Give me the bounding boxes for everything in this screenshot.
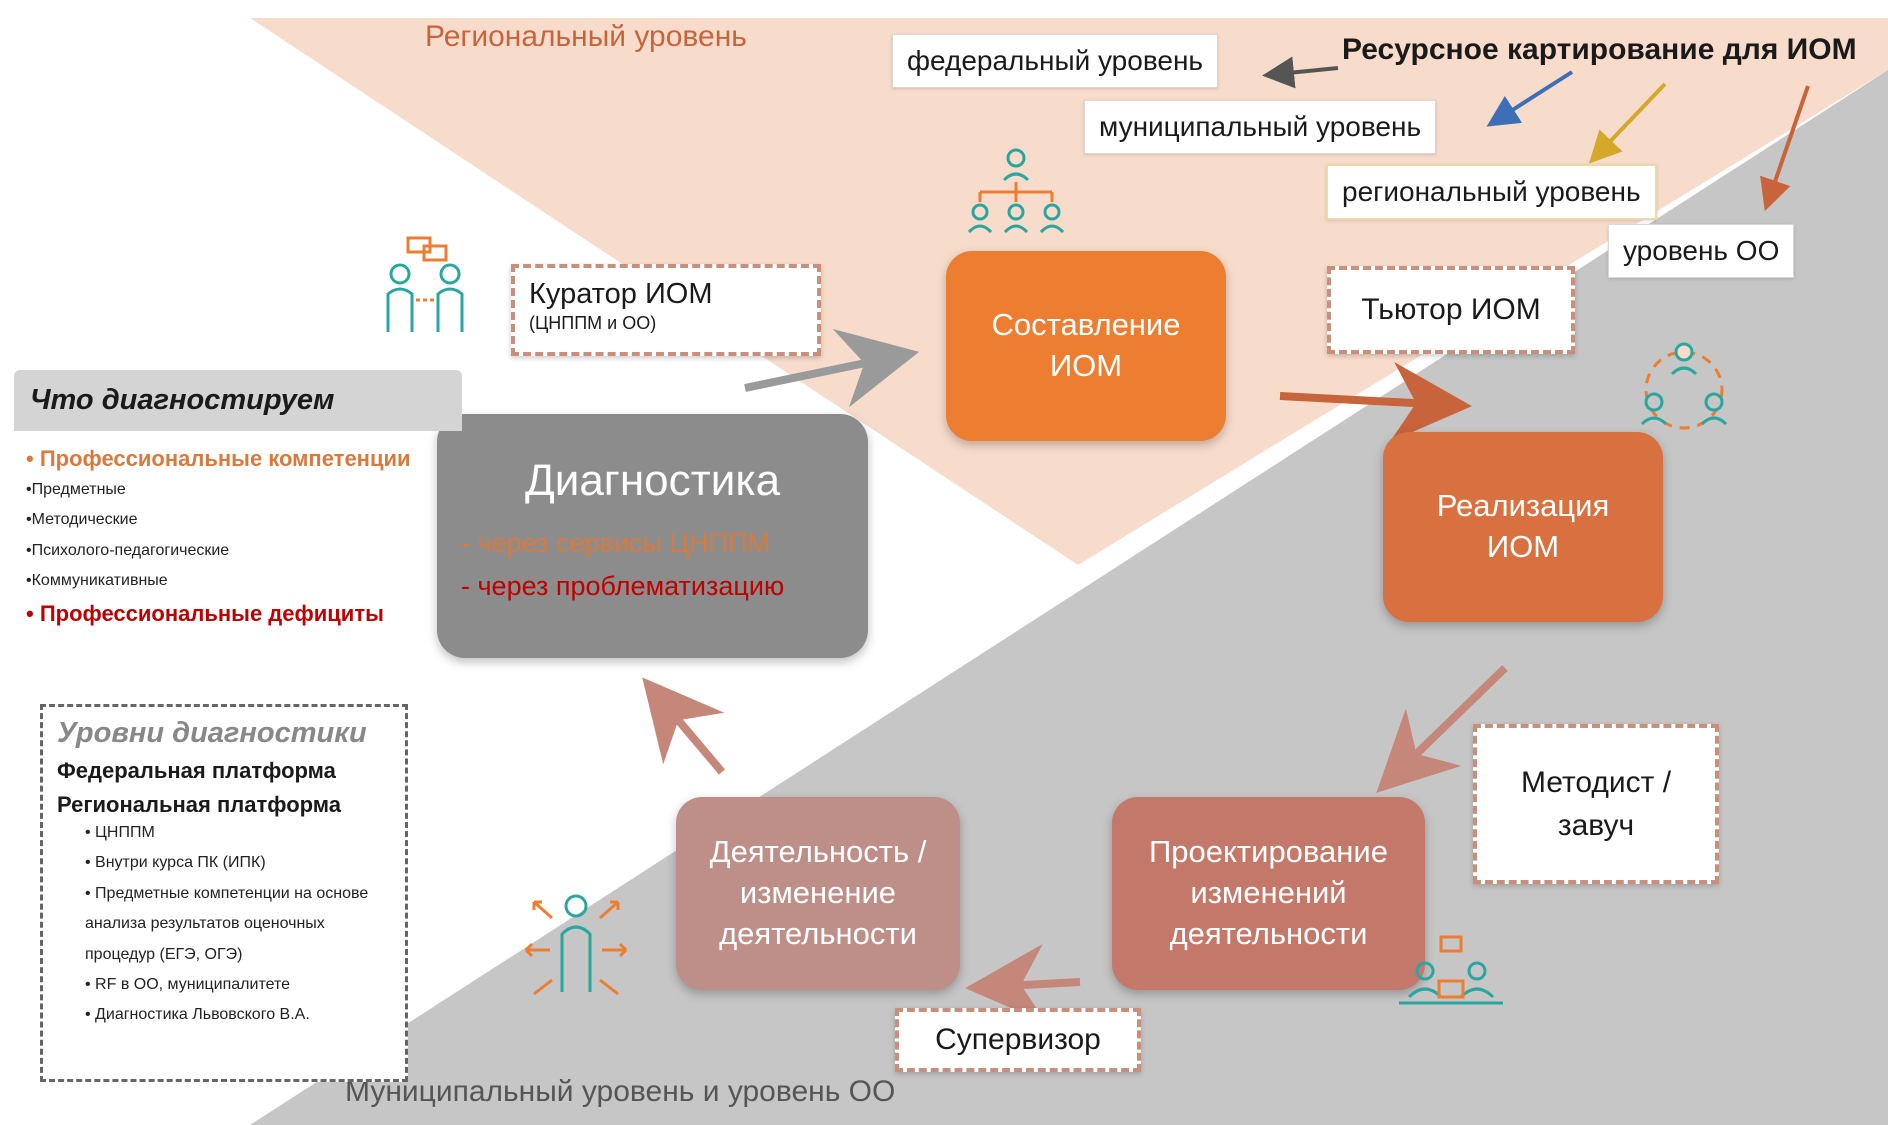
curator-role-title: Куратор ИОМ (529, 278, 713, 310)
competency-subject: •Предметные (26, 481, 126, 498)
meeting-icon (1399, 935, 1503, 1005)
regional-zone-label: Региональный уровень (425, 20, 747, 53)
regional-level-label: региональный уровень (1326, 164, 1657, 220)
federal-level-label: федеральный уровень (892, 34, 1218, 88)
realize-iom-box: Реализация ИОМ (1383, 432, 1663, 622)
arrow-to-oo (1760, 85, 1810, 212)
prof-competencies-item: • Профессиональные компетенции (26, 446, 411, 471)
level-item-subject-competencies: • Предметные компетенции на основе анали… (85, 884, 369, 963)
level-item-rf: • RF в ОО, муниципалитете (85, 975, 290, 993)
diagnostics-line-problematization: - через проблематизацию (461, 571, 785, 601)
federal-platform: Федеральная платформа (57, 758, 336, 783)
arrow-design-to-activity (965, 943, 1081, 1024)
oo-level-label: уровень ОО (1608, 224, 1795, 278)
regional-platform: Региональная платформа (57, 792, 342, 817)
diagnostic-levels-box: Уровни диагностики Федеральная платформа… (40, 704, 408, 1082)
compose-iom-label: Составление ИОМ (991, 307, 1181, 383)
supervisor-role-box: Супервизор (895, 1008, 1141, 1072)
what-diagnose-header: Что диагностируем (14, 370, 462, 431)
org-chart-icon (967, 148, 1065, 234)
diagnostics-box: Диагностика - через сервисы ЦНППМ - чере… (437, 414, 868, 658)
what-diagnose-panel: Что диагностируем (14, 370, 462, 431)
what-diagnose-list: • Профессиональные компетенции •Предметн… (26, 442, 436, 630)
arrow-to-municipal (1486, 70, 1574, 127)
curator-role-subtitle: (ЦНППМ и ОО) (529, 313, 657, 333)
arrow-activity-to-diagnostics (642, 677, 726, 775)
municipal-level-label: муниципальный уровень (1084, 100, 1437, 154)
realize-iom-label: Реализация ИОМ (1436, 488, 1610, 564)
prof-deficits-item: • Профессиональные дефициты (26, 600, 384, 626)
methodist-role-box: Методист / завуч (1473, 724, 1719, 884)
curator-role-box: Куратор ИОМ (ЦНППМ и ОО) (511, 264, 821, 356)
municipal-zone-label: Муниципальный уровень и уровень ОО (345, 1075, 896, 1108)
activity-change-box: Деятельность / изменение деятельности (676, 797, 960, 990)
level-item-cnppm: • ЦНППМ (85, 824, 155, 841)
design-changes-box: Проектирование изменений деятельности (1112, 797, 1425, 990)
diagnostics-line-services: - через сервисы ЦНППМ (461, 528, 771, 558)
tutor-role-box: Тьютор ИОМ (1327, 266, 1575, 354)
arrow-realize-to-design (1376, 665, 1508, 793)
arrow-to-regional (1588, 82, 1667, 164)
competency-methodical: •Методические (26, 511, 138, 529)
arrow-compose-to-realize (1279, 361, 1472, 442)
arrow-curator-to-compose (744, 328, 920, 408)
competency-communicative: •Коммуникативные (26, 572, 168, 590)
diagnostics-title: Диагностика (524, 456, 781, 505)
level-item-lvovsky: • Диагностика Львовского В.А. (85, 1006, 310, 1024)
diagnostic-levels-title: Уровни диагностики (57, 717, 367, 749)
design-changes-label: Проектирование изменений деятельности (1149, 834, 1388, 951)
arrow-to-federal (1262, 56, 1339, 89)
two-people-chat-icon (386, 236, 464, 332)
competency-psychological: •Психолого-педагогические (26, 541, 230, 559)
people-cycle-icon (1640, 342, 1728, 430)
resource-mapping-title: Ресурсное картирование для ИОМ (1342, 33, 1857, 66)
level-item-ipk: • Внутри курса ПК (ИПК) (85, 854, 266, 872)
activity-change-label: Деятельность / изменение деятельности (709, 834, 927, 951)
person-arrows-icon (524, 894, 628, 996)
compose-iom-box: Составление ИОМ (946, 251, 1226, 441)
